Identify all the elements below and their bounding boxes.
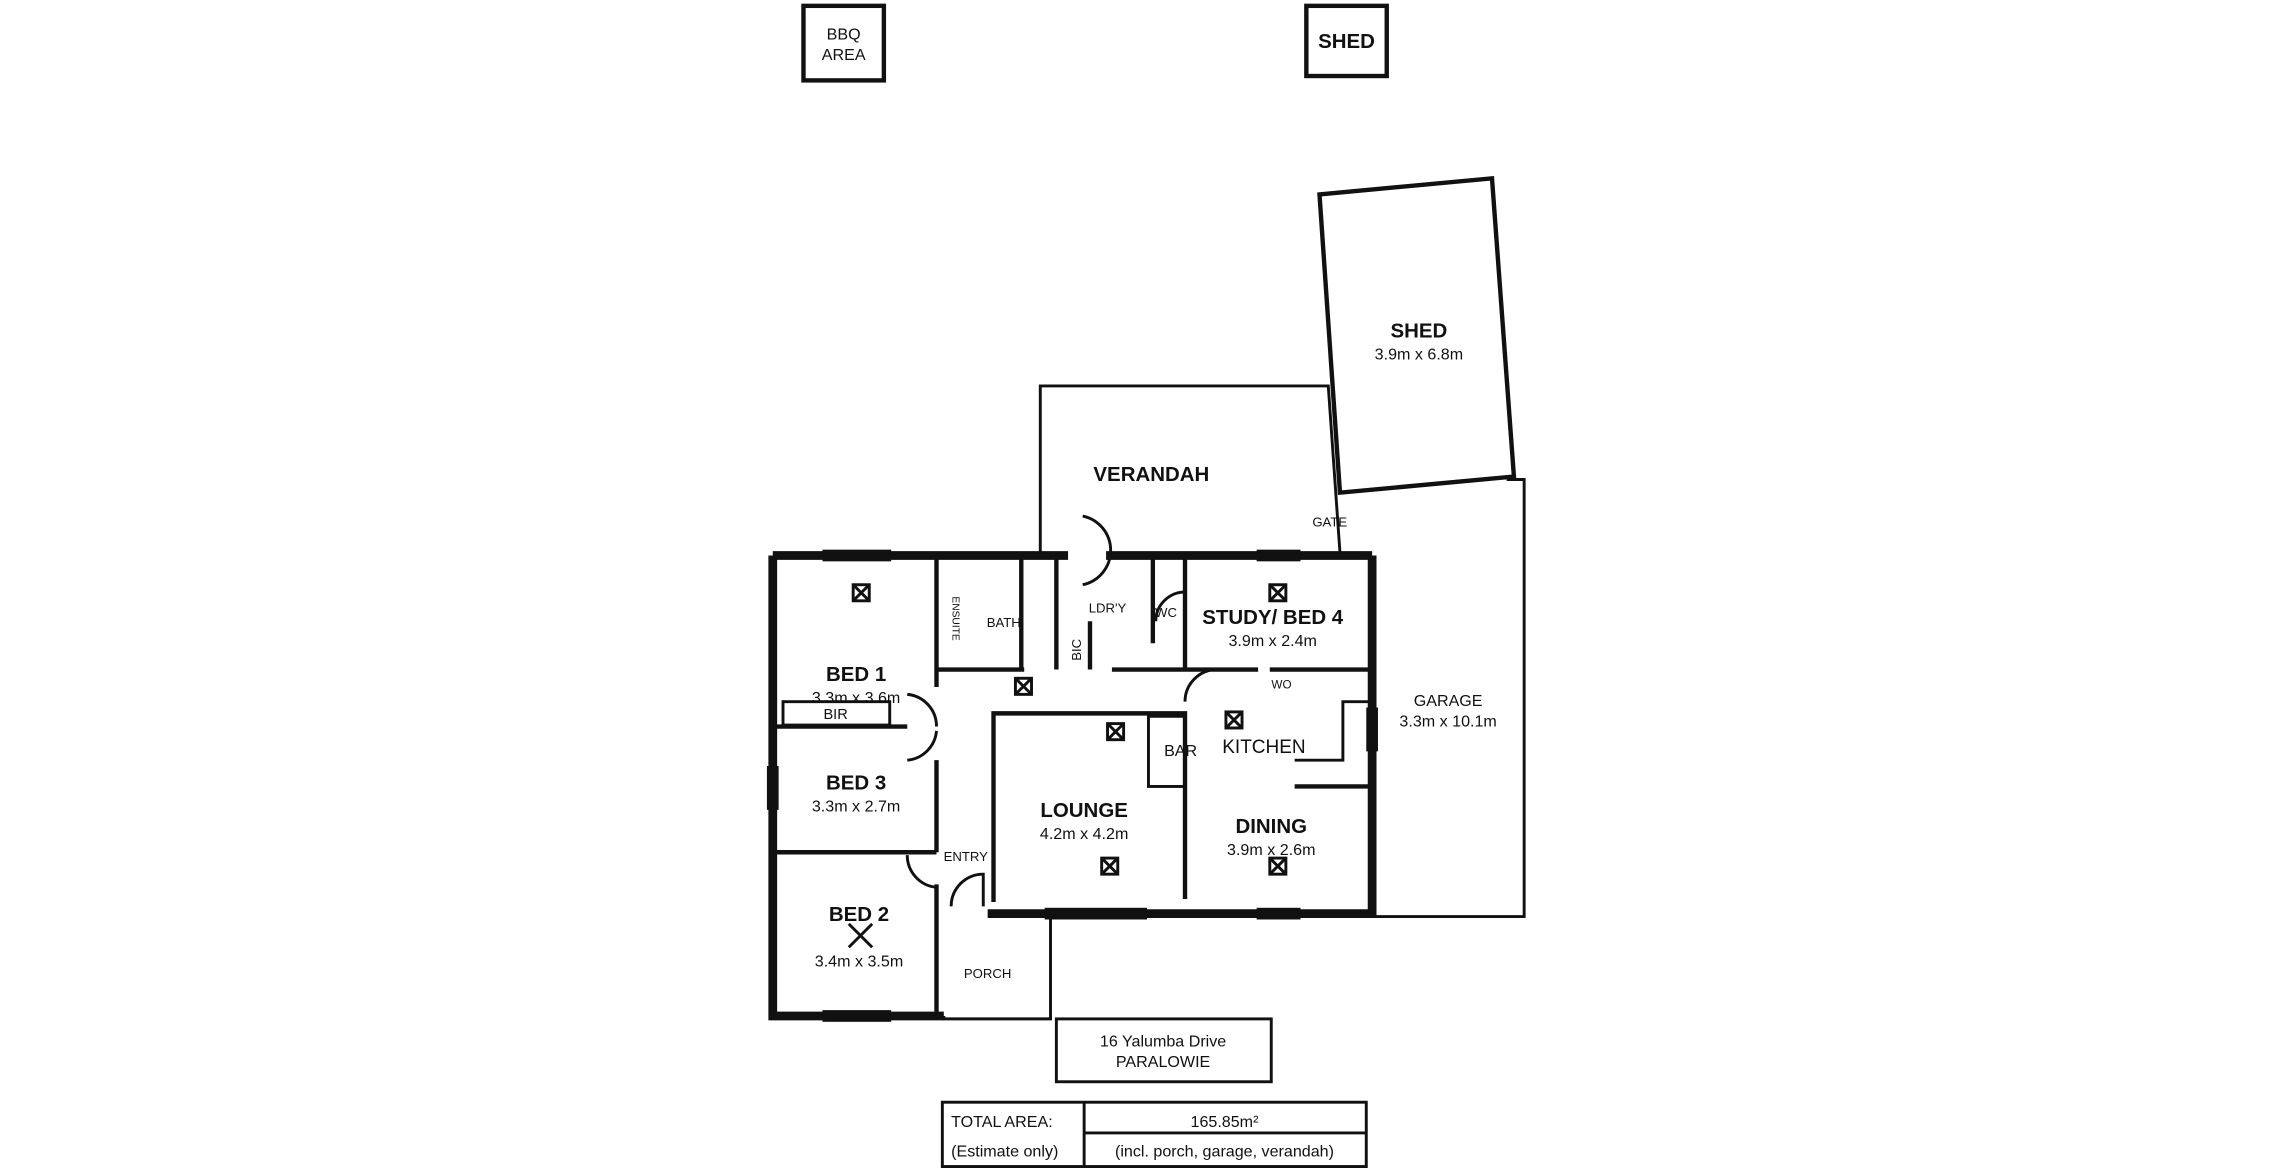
kitchen-label: KITCHEN: [1222, 737, 1305, 758]
garage-size: 3.3m x 10.1m: [1399, 713, 1496, 731]
address-box: 16 Yalumba Drive PARALOWIE: [1054, 1017, 1273, 1084]
dining-name: DINING: [1235, 815, 1307, 838]
study-name: STUDY/ BED 4: [1202, 606, 1344, 629]
total-area-label: TOTAL AREA:: [951, 1113, 1053, 1131]
verandah: VERANDAH GATE: [1038, 384, 1347, 553]
bbq-label: BBQ: [827, 25, 861, 43]
light-icon: [1224, 710, 1244, 730]
light-icon: [1106, 722, 1126, 742]
ensuite-label: ENSUITE: [950, 596, 961, 640]
bed1-name: BED 1: [826, 663, 886, 686]
bed2-size: 3.4m x 3.5m: [815, 952, 903, 970]
bed2-name: BED 2: [829, 903, 889, 926]
total-area-value: 165.85m²: [1191, 1113, 1260, 1131]
bbq-label-2: AREA: [822, 46, 866, 64]
shed-legend-box: SHED: [1304, 3, 1389, 79]
garage-name: GARAGE: [1414, 692, 1483, 710]
address-suburb: PARALOWIE: [1116, 1053, 1211, 1071]
light-icon: [1268, 856, 1288, 876]
bir-label: BIR: [823, 707, 847, 723]
light-icon: [851, 583, 871, 603]
house-walls: [766, 514, 1378, 1022]
light-icon: [1100, 856, 1120, 876]
gate-label: GATE: [1312, 514, 1347, 529]
study-size: 3.9m x 2.4m: [1228, 632, 1316, 650]
bed3-name: BED 3: [826, 771, 886, 794]
bar-label: BAR: [1164, 742, 1197, 760]
light-icon: [1013, 676, 1033, 696]
bath-label: BATH: [987, 615, 1021, 630]
wc-label: WC: [1155, 605, 1177, 620]
address-street: 16 Yalumba Drive: [1100, 1033, 1226, 1051]
ceiling-light-icons: [847, 583, 1288, 949]
light-icon: [1268, 583, 1288, 603]
entry-label: ENTRY: [944, 849, 989, 864]
wall-oven-label: WO: [1271, 679, 1291, 692]
fan-icon: [847, 922, 874, 949]
bic-label: BIC: [1069, 639, 1084, 661]
lounge-name: LOUNGE: [1040, 799, 1127, 822]
total-area-note: (incl. porch, garage, verandah): [1115, 1142, 1334, 1160]
estimate-label: (Estimate only): [951, 1142, 1058, 1160]
laundry-label: LDR'Y: [1089, 601, 1127, 616]
shed-name: SHED: [1390, 320, 1447, 343]
total-area-table: TOTAL AREA: (Estimate only) 165.85m² (in…: [940, 1100, 1368, 1168]
bbq-area-box: BBQ AREA: [801, 3, 887, 83]
lounge-size: 4.2m x 4.2m: [1040, 825, 1128, 843]
shed-room: SHED 3.9m x 6.8m: [1317, 175, 1517, 496]
garage: GARAGE 3.3m x 10.1m: [1375, 478, 1526, 919]
dining-size: 3.9m x 2.6m: [1227, 841, 1315, 859]
verandah-name: VERANDAH: [1093, 463, 1209, 486]
bed1-size: 3.3m x 3.6m: [812, 689, 900, 707]
bed3-size: 3.3m x 2.7m: [812, 797, 900, 815]
shed-legend-label: SHED: [1318, 30, 1375, 53]
porch-label: PORCH: [964, 966, 1011, 981]
shed-size: 3.9m x 6.8m: [1375, 346, 1463, 364]
